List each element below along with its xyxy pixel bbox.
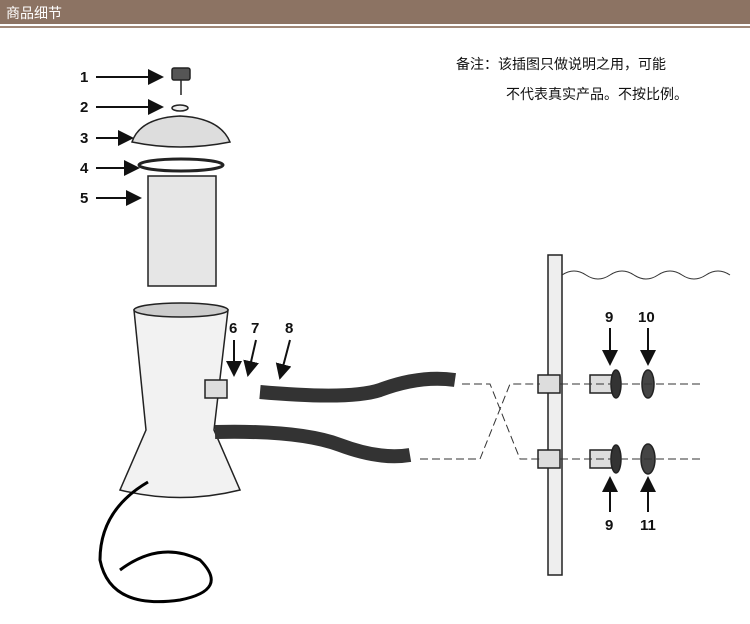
label-10: 10 [638,309,655,326]
hose-lower [214,424,412,464]
label-2: 2 [80,99,88,116]
o-ring [171,104,189,112]
label-4: 4 [80,160,89,177]
water-line [561,270,731,280]
pool-wall [547,254,563,576]
note-line-2: 不代表真实产品。不按比例。 [506,87,688,103]
label-8: 8 [285,320,293,337]
label-1: 1 [80,69,88,86]
filter-cartridge [147,175,217,287]
power-cord [98,480,213,604]
hose-upper [259,371,456,403]
label-3: 3 [80,130,88,147]
label-6: 6 [229,320,237,337]
label-5: 5 [80,190,88,207]
pump-housing [118,309,242,499]
label-7: 7 [251,320,259,337]
label-11: 11 [640,517,656,534]
part-labels: 1 2 3 4 5 6 7 8 9 10 9 11 [80,69,656,534]
connection-lines [420,383,700,460]
header-divider [0,26,750,28]
cap-knob [171,67,191,81]
label-9-top: 9 [605,309,613,326]
pump-parts [98,67,656,604]
note-line-1: 备注：该插图只做说明之用，可能 [456,57,666,73]
lid [131,115,232,148]
callout-arrows [96,69,656,512]
section-title: 商品细节 [6,6,62,22]
seal-ring [137,157,225,173]
section-header: 商品细节 [0,0,750,24]
label-9-bottom: 9 [605,517,613,534]
